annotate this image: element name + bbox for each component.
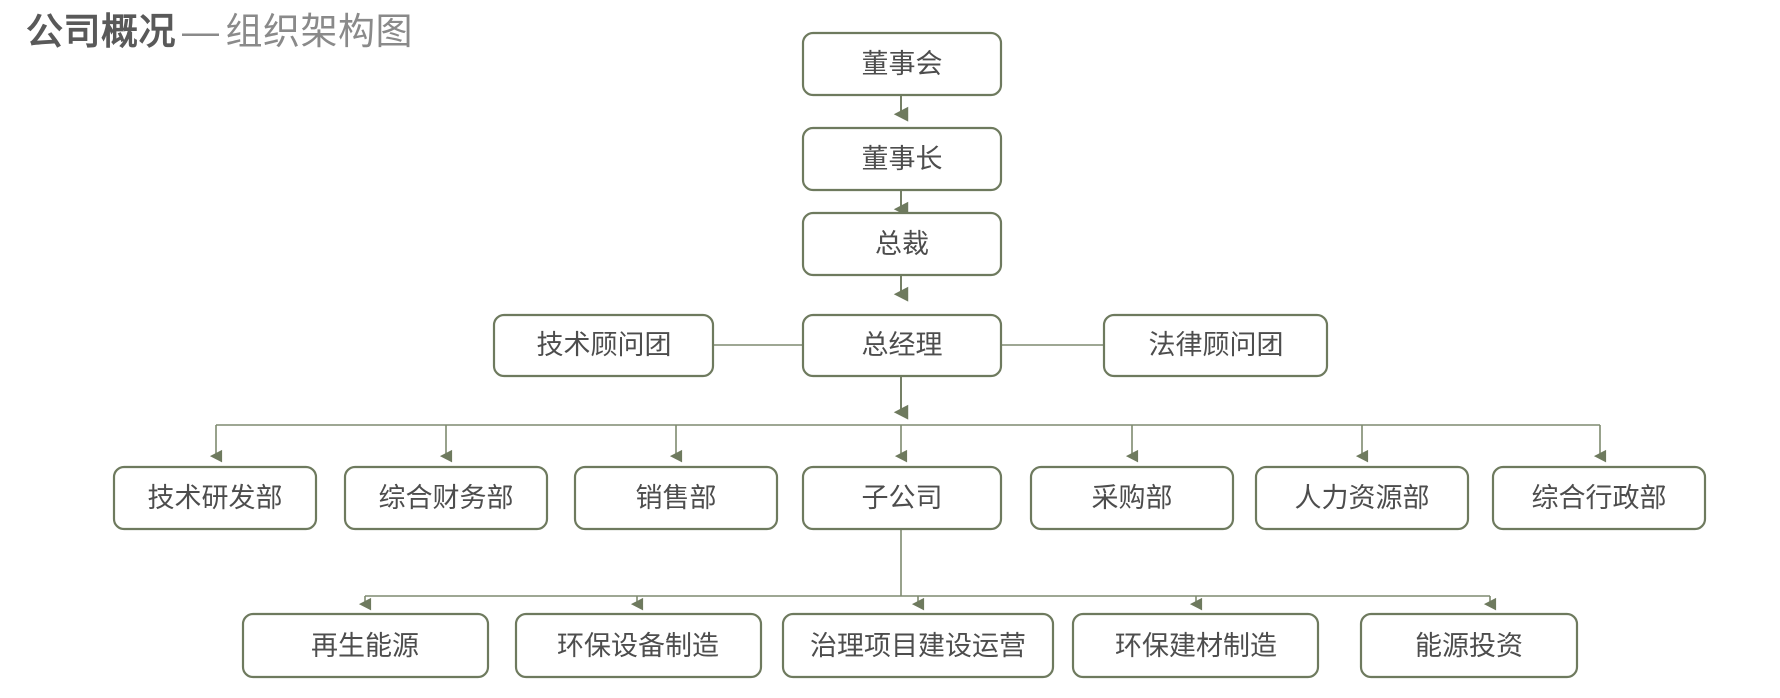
node-dept-admin-label: 综合行政部 — [1532, 483, 1667, 513]
node-dept-admin-box[interactable] — [1491, 465, 1707, 531]
node-dept-finance[interactable]: 综合财务部 — [343, 465, 549, 531]
node-dept-rd-box[interactable] — [112, 465, 318, 531]
node-legal-advisory[interactable]: 法律顾问团 — [1102, 313, 1329, 378]
node-sub-equipment-label: 环保设备制造 — [557, 631, 719, 661]
node-president-label: 总裁 — [875, 229, 929, 259]
page-title-main: 公司概况 — [26, 11, 176, 52]
node-dept-procurement[interactable]: 采购部 — [1029, 465, 1235, 531]
node-dept-hr-label: 人力资源部 — [1295, 483, 1430, 513]
node-chairman[interactable]: 董事长 — [801, 126, 1003, 192]
page-title-sub: 组织架构图 — [225, 11, 413, 52]
node-president[interactable]: 总裁 — [801, 211, 1003, 277]
node-sub-renewable[interactable]: 再生能源 — [241, 612, 490, 679]
node-legal-advisory-label: 法律顾问团 — [1149, 330, 1284, 360]
node-general-manager-box[interactable] — [801, 313, 1003, 378]
connector-layer — [209, 95, 1607, 611]
page-title: 公司概况—组织架构图 — [26, 8, 413, 56]
node-dept-subsidiary-label: 子公司 — [862, 483, 943, 513]
node-chairman-box[interactable] — [801, 126, 1003, 192]
node-sub-investment-box[interactable] — [1359, 612, 1579, 679]
node-dept-procurement-label: 采购部 — [1092, 483, 1173, 513]
node-dept-hr-box[interactable] — [1254, 465, 1470, 531]
node-sub-renewable-label: 再生能源 — [311, 631, 419, 661]
node-dept-rd-label: 技术研发部 — [148, 483, 283, 513]
node-dept-sales-box[interactable] — [573, 465, 779, 531]
node-sub-project[interactable]: 治理项目建设运营 — [781, 612, 1055, 679]
node-sub-investment-label: 能源投资 — [1415, 631, 1523, 661]
node-dept-finance-label: 综合财务部 — [379, 483, 514, 513]
node-president-box[interactable] — [801, 211, 1003, 277]
node-sub-materials[interactable]: 环保建材制造 — [1071, 612, 1320, 679]
node-sub-materials-label: 环保建材制造 — [1115, 631, 1277, 661]
node-sub-renewable-box[interactable] — [241, 612, 490, 679]
node-dept-finance-box[interactable] — [343, 465, 549, 531]
node-legal-advisory-box[interactable] — [1102, 313, 1329, 378]
node-sub-investment[interactable]: 能源投资 — [1359, 612, 1579, 679]
node-board[interactable]: 董事会 — [801, 31, 1003, 97]
node-dept-procurement-box[interactable] — [1029, 465, 1235, 531]
node-dept-subsidiary[interactable]: 子公司 — [801, 465, 1003, 531]
node-dept-hr[interactable]: 人力资源部 — [1254, 465, 1470, 531]
node-sub-project-box[interactable] — [781, 612, 1055, 679]
node-chairman-label: 董事长 — [862, 144, 943, 174]
node-dept-sales[interactable]: 销售部 — [573, 465, 779, 531]
node-dept-subsidiary-box[interactable] — [801, 465, 1003, 531]
node-sub-materials-box[interactable] — [1071, 612, 1320, 679]
node-tech-advisory-label: 技术顾问团 — [537, 330, 672, 360]
node-tech-advisory-box[interactable] — [492, 313, 715, 378]
node-sub-project-label: 治理项目建设运营 — [810, 631, 1026, 661]
node-board-box[interactable] — [801, 31, 1003, 97]
node-general-manager[interactable]: 总经理 — [801, 313, 1003, 378]
node-dept-admin[interactable]: 综合行政部 — [1491, 465, 1707, 531]
node-tech-advisory[interactable]: 技术顾问团 — [492, 313, 715, 378]
node-sub-equipment[interactable]: 环保设备制造 — [514, 612, 763, 679]
node-dept-rd[interactable]: 技术研发部 — [112, 465, 318, 531]
node-sub-equipment-box[interactable] — [514, 612, 763, 679]
node-dept-sales-label: 销售部 — [636, 483, 717, 513]
page-title-separator: — — [182, 11, 220, 52]
node-general-manager-label: 总经理 — [862, 330, 943, 360]
node-board-label: 董事会 — [862, 49, 943, 79]
